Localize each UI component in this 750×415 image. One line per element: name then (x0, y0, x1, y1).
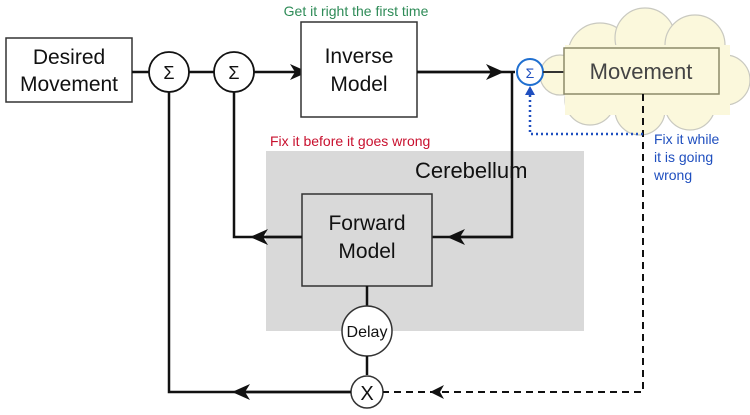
desired-movement-label-line2: Movement (20, 73, 118, 96)
fix-while-annotation-line1: Fix it while (654, 131, 720, 147)
forward-model-block (301, 193, 433, 287)
sum-symbol: Σ (228, 63, 239, 83)
sum-symbol: Σ (526, 65, 535, 81)
fix-before-annotation: Fix it before it goes wrong (270, 133, 430, 149)
fix-while-annotation-line2: it is going (654, 149, 713, 165)
dashed-movement-feedback (383, 94, 644, 393)
movement-label: Movement (590, 59, 693, 84)
cerebellum-label: Cerebellum (415, 158, 528, 183)
desired-movement-label-line1: Desired (33, 46, 105, 69)
desired-movement-block (5, 37, 133, 103)
inverse-model-label-line2: Model (330, 73, 387, 96)
delay-label: Delay (347, 324, 388, 341)
movement-block (563, 47, 720, 95)
dotted-arrowhead (525, 86, 535, 95)
multiply-symbol: X (360, 383, 373, 405)
forward-model-label-line1: Forward (328, 212, 405, 235)
get-it-right-annotation: Get it right the first time (284, 3, 429, 19)
inverse-model-block (300, 21, 418, 118)
inverse-model-label-line1: Inverse (325, 45, 394, 68)
dashed-arrowhead (430, 385, 444, 399)
sum-symbol: Σ (163, 63, 174, 83)
fix-while-annotation-line3: wrong (653, 167, 692, 183)
forward-model-label-line2: Model (338, 240, 395, 263)
